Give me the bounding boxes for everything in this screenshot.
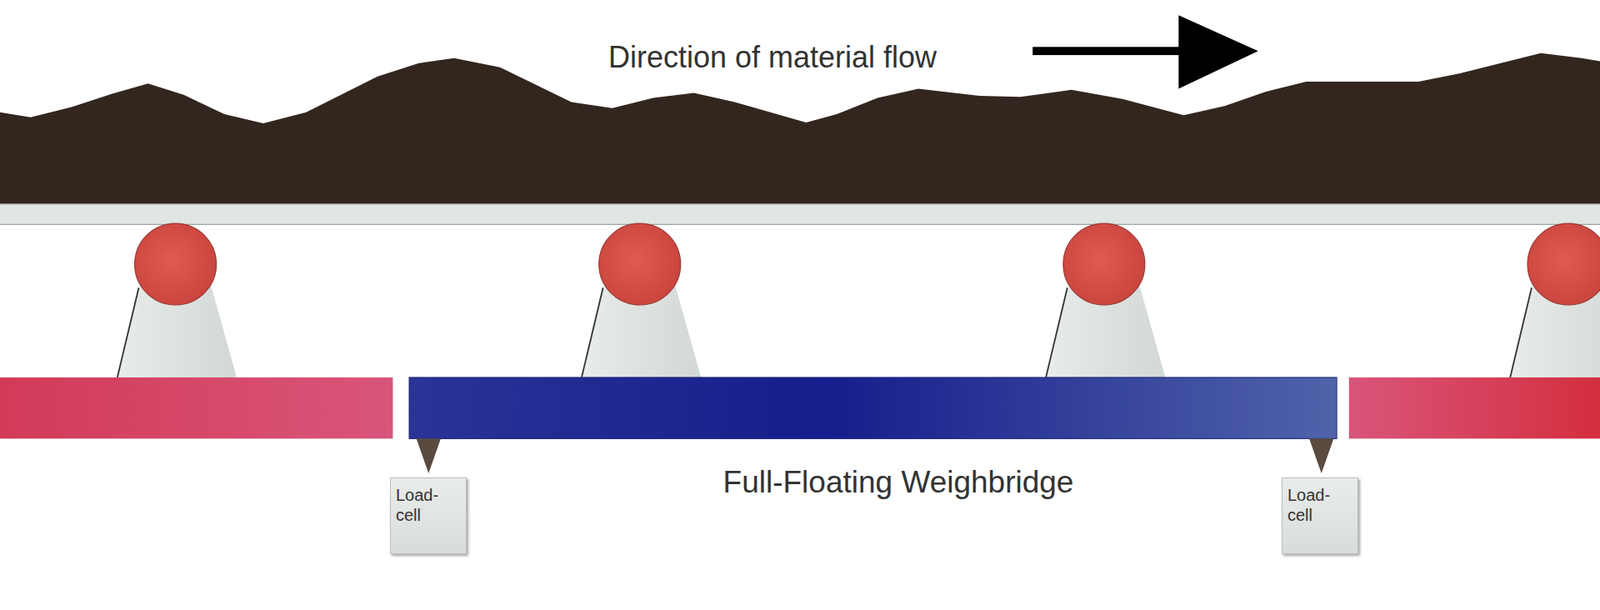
load-cell-box: Load- cell bbox=[390, 477, 467, 555]
flow-arrow-head bbox=[1178, 15, 1259, 89]
load-cell-text: Load- cell bbox=[1287, 485, 1353, 525]
load-cell-text: Load- cell bbox=[395, 485, 461, 525]
load-cell-box: Load- cell bbox=[1281, 477, 1359, 555]
flow-direction-label: Direction of material flow bbox=[608, 40, 937, 75]
weighbridge-label: Full-Floating Weighbridge bbox=[723, 465, 1075, 500]
conveyor-belt bbox=[0, 204, 1600, 225]
load-cell-pivot bbox=[416, 438, 441, 474]
idler-supports bbox=[117, 275, 1600, 378]
stationary-frame bbox=[0, 377, 393, 439]
flow-arrow-shaft bbox=[1032, 46, 1182, 55]
idler-rollers bbox=[135, 223, 1600, 305]
weighbridge-bar bbox=[409, 377, 1337, 439]
load-cell-pivot bbox=[1309, 438, 1334, 474]
bulk-material bbox=[0, 53, 1600, 205]
stationary-frame bbox=[1349, 377, 1600, 439]
